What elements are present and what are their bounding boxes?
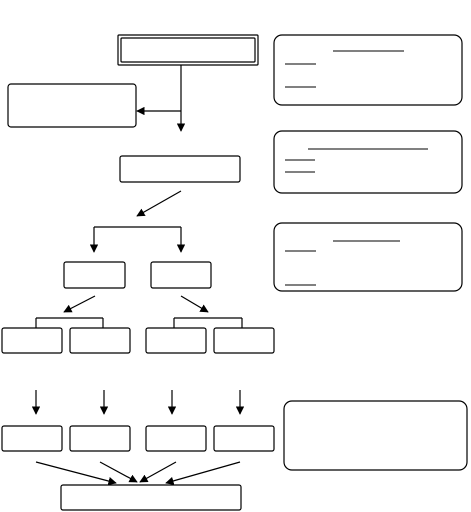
final-box: [60, 484, 242, 511]
note-box-2: [273, 130, 463, 194]
result-box-2: [69, 425, 131, 452]
note-box-4: [283, 400, 468, 471]
result-box-4: [213, 425, 275, 452]
note-box-3: [273, 222, 463, 292]
split-bracket: [89, 226, 186, 253]
arrow-split-right-diagonal: [180, 295, 209, 313]
split-left-box: [63, 261, 126, 289]
leaf-box-3: [145, 327, 207, 354]
note-box-1: [273, 34, 463, 106]
middle-box: [119, 155, 241, 183]
result-box-3: [145, 425, 207, 452]
arrow-middle-diagonal: [136, 190, 182, 217]
result-box-1: [1, 425, 63, 452]
arrow-split-left-diagonal: [63, 295, 96, 313]
arrow-converge-3: [139, 461, 177, 483]
side-left-box: [7, 83, 137, 128]
arrow-converge-4: [165, 461, 241, 485]
leaf-box-1: [1, 327, 63, 354]
split-right-box: [150, 261, 212, 289]
arrow-converge-2: [99, 461, 138, 483]
leaf-box-4: [213, 327, 275, 354]
top-box: [117, 34, 259, 66]
leaf-box-2: [69, 327, 131, 354]
arrow-converge-1: [35, 461, 117, 486]
